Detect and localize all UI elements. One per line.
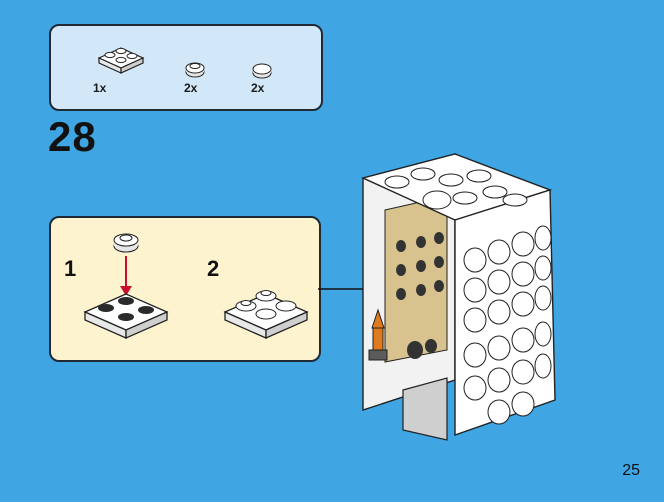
part-count-round-tile: 2x — [251, 81, 265, 95]
substep-label-2: 2 — [207, 256, 220, 281]
part-round-tile-icon — [252, 63, 272, 79]
parts-list-box: 1x 2x 2x — [49, 24, 323, 111]
part-round-plate-icon — [185, 62, 205, 78]
substep-1-illustration — [83, 233, 169, 339]
substep-box: 1 2 — [49, 216, 321, 362]
page-number: 25 — [622, 462, 640, 479]
substep-2-illustration — [223, 290, 309, 339]
substep-label-1: 1 — [64, 256, 77, 281]
brick-model-illustration — [360, 153, 556, 441]
part-plate-2x2-icon — [97, 47, 145, 74]
part-count-round-plate: 2x — [184, 81, 198, 95]
part-count-plate: 1x — [93, 81, 107, 95]
step-number: 28 — [48, 113, 97, 160]
